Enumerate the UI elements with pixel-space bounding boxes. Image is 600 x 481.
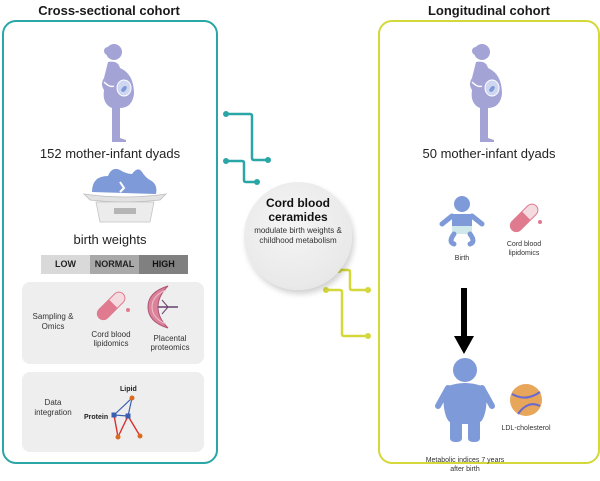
birth-weight-categories: LOW NORMAL HIGH: [41, 255, 188, 274]
weight-normal: NORMAL: [90, 255, 139, 274]
placental-proteomics-label: Placental proteomics: [150, 334, 190, 352]
lipid-node: [129, 395, 135, 401]
birth-weights-label: birth weights: [73, 232, 147, 247]
protein-node-1: [111, 412, 117, 418]
cord-blood-ceramides-circle: Cord blood ceramides modulate birth weig…: [244, 182, 352, 290]
baby-on-scale-icon: [82, 168, 168, 223]
data-integration-label: Data integration: [34, 398, 72, 417]
data-integration-box: Data integration Lipid Protein: [22, 372, 204, 452]
weight-low: LOW: [41, 255, 90, 274]
metabolite-node-1: [115, 434, 121, 440]
baby-icon: [439, 196, 485, 247]
left-dyads-count: 152 mother-infant dyads: [39, 146, 181, 161]
longitudinal-cohort-panel: 50 mother-infant dyads Birth Cord blood …: [378, 20, 600, 473]
down-arrow-icon: [454, 288, 474, 354]
birth-label: Birth: [454, 255, 470, 262]
edge-lipid-protein2: [127, 397, 133, 417]
ldl-cholesterol-label: LDL-cholesterol: [501, 425, 551, 432]
cross-sectional-cohort-panel: 152 mother-infant dyads birth weights LO…: [2, 20, 218, 464]
protein-label: Protein: [84, 414, 109, 421]
sampling-omics-label: Sampling & Omics: [32, 312, 74, 331]
edge-protein2-node2: [127, 415, 141, 437]
teal-connector-1: [226, 112, 268, 162]
placenta-icon: [147, 285, 178, 329]
center-title: Cord blood ceramides: [266, 196, 330, 224]
network-graph: [111, 395, 143, 440]
lipid-label: Lipid: [120, 386, 137, 393]
pregnant-mother-icon: [102, 44, 134, 142]
test-tube-icon: [96, 291, 130, 321]
pregnant-mother-icon: [470, 44, 502, 142]
metabolite-node-2: [137, 433, 143, 439]
weight-high: HIGH: [139, 255, 188, 274]
teal-connector-2: [226, 159, 257, 184]
cord-blood-lipidomics-label: Cord blood lipidomics: [91, 330, 131, 348]
protein-node-2: [125, 413, 131, 419]
right-dyads-count: 50 mother-infant dyads: [422, 146, 556, 161]
edge-protein1-node: [113, 414, 119, 438]
yellow-connector-1: [339, 268, 368, 292]
center-subtitle: modulate birth weights & childhood metab…: [254, 226, 342, 245]
sampling-omics-box: Sampling & Omics Cord blood lipidomics P…: [22, 282, 204, 364]
ldl-cholesterol-icon: [510, 384, 542, 416]
edge-protein2-node: [117, 415, 129, 438]
test-tube-icon: [509, 203, 542, 233]
cord-blood-lipidomics-label: Cord blood lipidomics: [506, 241, 542, 257]
edge-lipid-protein1: [113, 397, 133, 416]
left-cohort-title: Cross-sectional cohort: [38, 3, 180, 18]
child-icon: [435, 358, 495, 442]
metabolic-indices-label: Metabolic indices 7 years after birth: [425, 457, 505, 473]
yellow-connector-2: [326, 288, 368, 338]
right-cohort-title: Longitudinal cohort: [427, 3, 551, 18]
